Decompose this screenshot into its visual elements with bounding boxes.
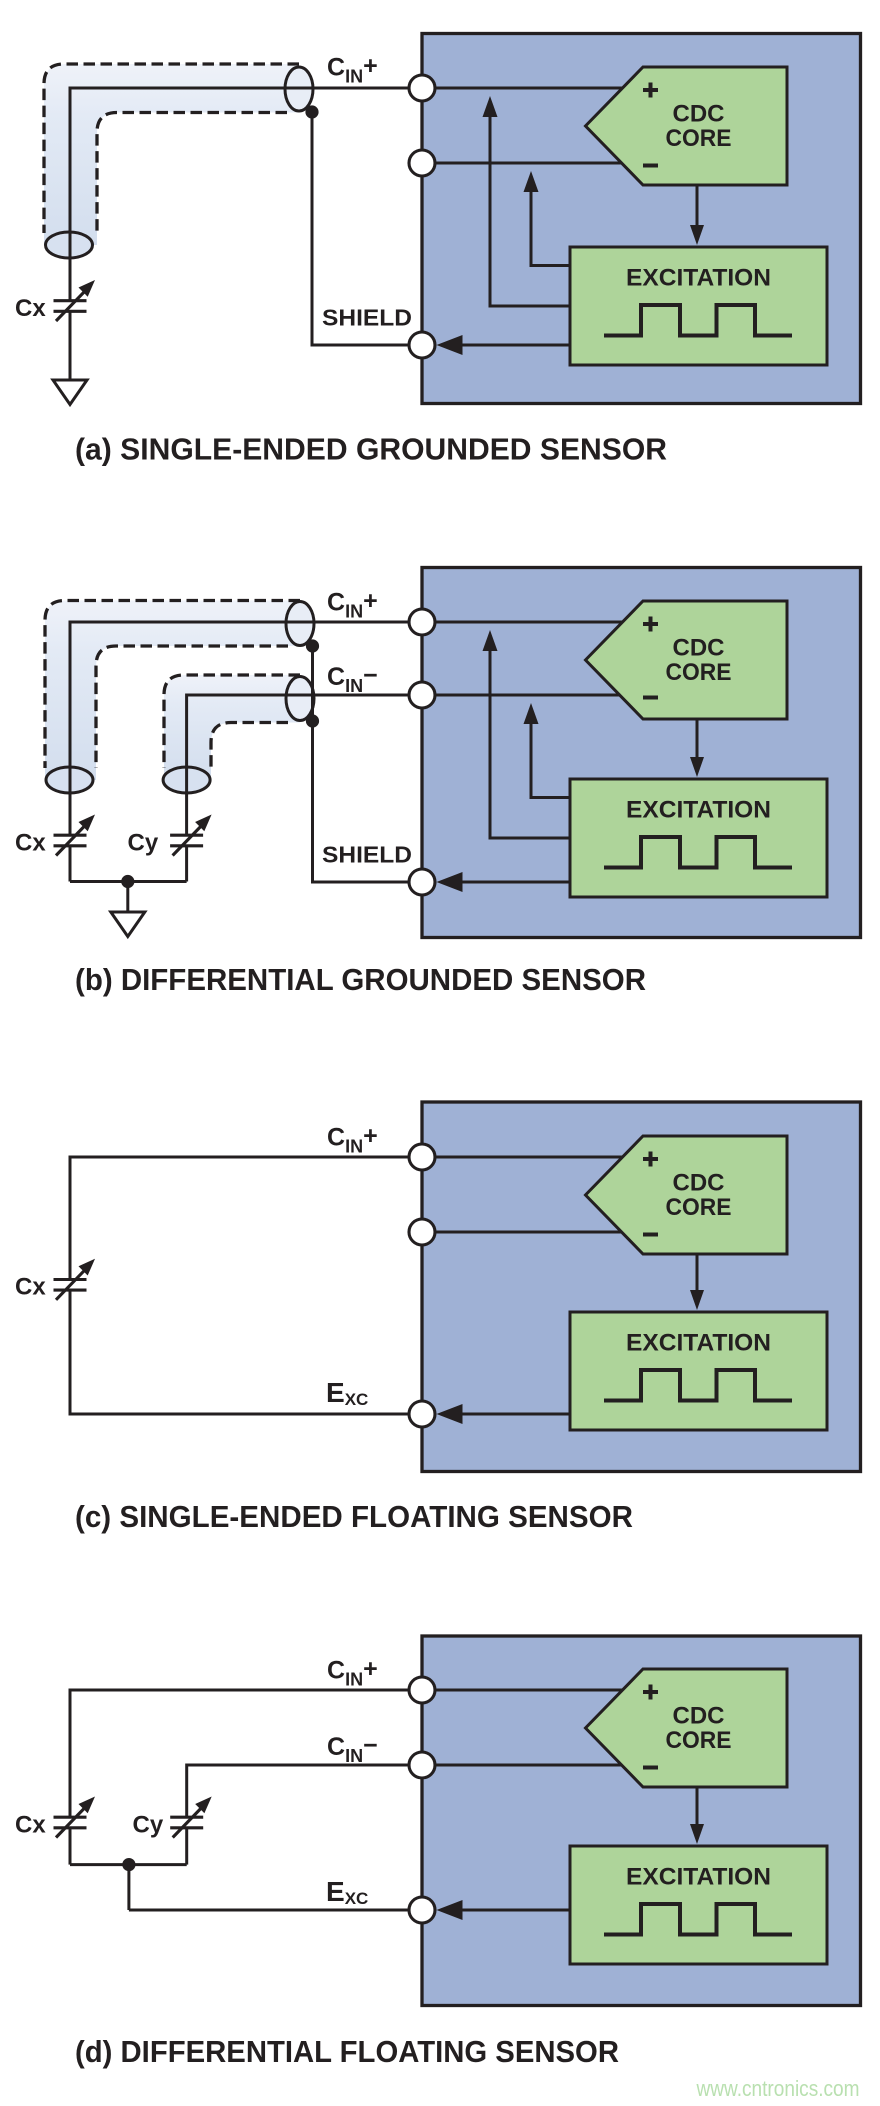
- svg-text:CORE: CORE: [666, 125, 732, 152]
- svg-text:CORE: CORE: [666, 1727, 732, 1754]
- svg-text:CIN+: CIN+: [327, 52, 378, 87]
- svg-text:EXCITATION: EXCITATION: [626, 1864, 771, 1891]
- svg-text:CDC: CDC: [673, 101, 725, 128]
- svg-text:Cx: Cx: [15, 1812, 46, 1839]
- svg-text:CIN−: CIN−: [327, 662, 378, 697]
- svg-text:(d) DIFFERENTIAL FLOATING SENS: (d) DIFFERENTIAL FLOATING SENSOR: [75, 2034, 619, 2069]
- svg-text:Cx: Cx: [15, 830, 46, 857]
- svg-text:CIN+: CIN+: [327, 1122, 378, 1157]
- svg-text:SHIELD: SHIELD: [322, 305, 412, 331]
- svg-text:EXCITATION: EXCITATION: [626, 1330, 771, 1357]
- svg-text:www.cntronics.com: www.cntronics.com: [696, 2076, 860, 2101]
- svg-text:CORE: CORE: [666, 1194, 732, 1221]
- svg-text:Cx: Cx: [15, 295, 46, 322]
- svg-text:CIN+: CIN+: [327, 587, 378, 622]
- svg-text:Cy: Cy: [133, 1812, 164, 1839]
- svg-text:CIN−: CIN−: [327, 1732, 378, 1767]
- svg-text:Cy: Cy: [128, 830, 159, 857]
- svg-text:CIN+: CIN+: [327, 1655, 378, 1690]
- svg-text:EXCITATION: EXCITATION: [626, 265, 771, 292]
- svg-text:Cx: Cx: [15, 1274, 46, 1301]
- svg-text:CDC: CDC: [673, 1170, 725, 1197]
- svg-text:(b) DIFFERENTIAL GROUNDED SENS: (b) DIFFERENTIAL GROUNDED SENSOR: [75, 962, 646, 997]
- svg-text:EXCITATION: EXCITATION: [626, 797, 771, 824]
- svg-text:CDC: CDC: [673, 1703, 725, 1730]
- svg-text:EXC: EXC: [326, 1876, 368, 1908]
- svg-text:(c) SINGLE-ENDED FLOATING SENS: (c) SINGLE-ENDED FLOATING SENSOR: [75, 1499, 633, 1534]
- svg-text:(a) SINGLE-ENDED GROUNDED SENS: (a) SINGLE-ENDED GROUNDED SENSOR: [75, 432, 667, 467]
- svg-text:CORE: CORE: [666, 659, 732, 686]
- svg-text:SHIELD: SHIELD: [322, 842, 412, 868]
- svg-text:EXC: EXC: [326, 1377, 368, 1409]
- svg-text:CDC: CDC: [673, 635, 725, 662]
